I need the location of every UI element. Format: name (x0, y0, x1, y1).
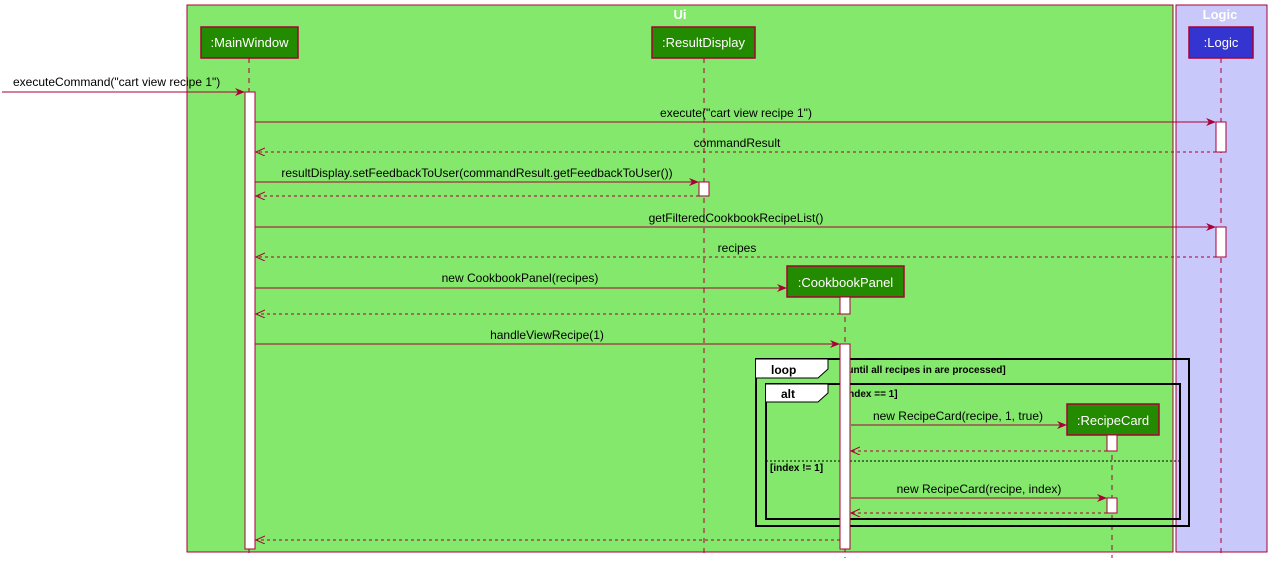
activation-result-display (698, 181, 710, 197)
logic-box-title: Logic (1203, 7, 1238, 22)
alt-keyword: alt (781, 387, 795, 401)
message-execute-command-label: executeCommand("cart view recipe 1") (13, 75, 220, 89)
ui-box-title: Ui (674, 7, 687, 22)
participant-result-display-label: :ResultDisplay (662, 35, 746, 50)
activations (244, 91, 1227, 550)
message-execute-label: execute("cart view recipe 1") (660, 106, 812, 120)
message-set-feedback-label: resultDisplay.setFeedbackToUser(commandR… (281, 166, 672, 180)
participant-main-window: :MainWindow (200, 26, 299, 59)
alt-guard-1: [index == 1] (842, 389, 898, 400)
loop-guard: [until all recipes in are processed] (844, 365, 1006, 376)
participant-cookbook-panel: :CookbookPanel (786, 265, 905, 298)
message-handle-view-recipe-label: handleViewRecipe(1) (490, 328, 604, 342)
activation-cookbook-panel-2 (839, 343, 851, 550)
participant-recipe-card-label: :RecipeCard (1077, 413, 1149, 428)
activation-logic-1 (1215, 121, 1227, 153)
message-new-cookbook-panel-label: new CookbookPanel(recipes) (442, 271, 599, 285)
messages: executeCommand("cart view recipe 1") exe… (2, 75, 1216, 540)
message-get-recipe-list-label: getFilteredCookbookRecipeList() (649, 211, 824, 225)
activation-recipe-card-1 (1106, 434, 1118, 452)
participant-recipe-card: :RecipeCard (1066, 403, 1160, 436)
participant-main-window-label: :MainWindow (210, 35, 289, 50)
activation-logic-2 (1215, 226, 1227, 258)
participant-logic-label: :Logic (1204, 35, 1239, 50)
loop-fragment: loop [until all recipes in are processed… (755, 358, 1190, 527)
message-new-recipe-card-2-label: new RecipeCard(recipe, index) (897, 482, 1062, 496)
message-new-recipe-card-1-label: new RecipeCard(recipe, 1, true) (873, 409, 1043, 423)
ui-box: Ui (186, 4, 1174, 553)
participant-logic: :Logic (1188, 26, 1254, 59)
participant-result-display: :ResultDisplay (651, 26, 756, 59)
activation-recipe-card-2 (1106, 497, 1118, 514)
alt-guard-2: [index != 1] (770, 463, 823, 474)
participant-cookbook-panel-label: :CookbookPanel (798, 275, 894, 290)
alt-fragment: alt [index == 1] [index != 1] (765, 383, 1181, 520)
return-recipes-label: recipes (718, 241, 757, 255)
activation-cookbook-panel-1 (839, 296, 851, 315)
return-command-result-label: commandResult (694, 136, 781, 150)
loop-keyword: loop (771, 363, 796, 377)
activation-main-window (244, 91, 256, 550)
